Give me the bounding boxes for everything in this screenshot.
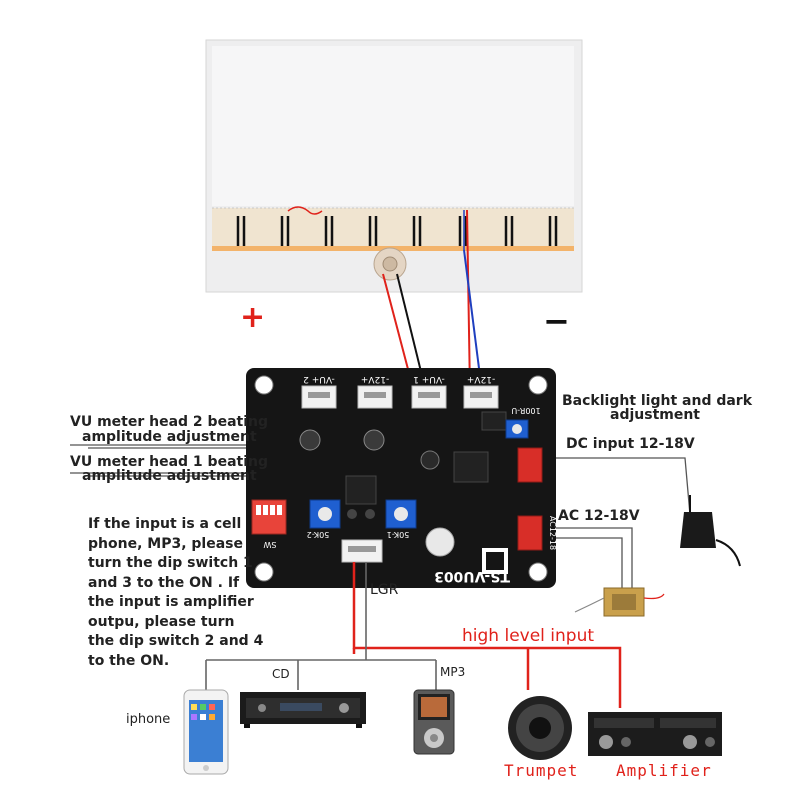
amplifier-label: Amplifier xyxy=(616,761,712,780)
mp3-player xyxy=(413,689,455,755)
amplifier-device xyxy=(588,712,722,756)
dip-instruction-line: the dip switch 2 and 4 xyxy=(88,633,264,649)
board-model-label: TS-VU003 xyxy=(434,568,510,584)
cd-label: CD xyxy=(272,667,290,681)
switch-label: SW xyxy=(263,540,276,549)
high-level-input-label: high level input xyxy=(462,626,595,646)
dc-terminal xyxy=(517,447,543,483)
vu1-annotation-line1: VU meter head 1 beating xyxy=(70,454,268,470)
dip-instruction-line: turn the dip switch 1 xyxy=(88,555,253,571)
connector-label-vu2: -VU+ 2 xyxy=(303,374,335,384)
iphone-device xyxy=(183,689,229,775)
vu2-annotation-line2: amplitude adjustment xyxy=(82,429,257,445)
backlight-annotation-line2: adjustment xyxy=(610,407,701,423)
minus-sign: − xyxy=(543,302,570,340)
iphone-label: iphone xyxy=(126,712,171,727)
vu1-annotation-line2: amplitude adjustment xyxy=(82,468,257,484)
connector-label-12v-b: -12V+ xyxy=(467,374,495,384)
amplitude-pots xyxy=(309,419,529,529)
backlight-pot-label: 100R-U xyxy=(511,406,540,415)
control-board: TS-VU003 -VU+ 2 -12V+ -VU+ 1 -12V+ 50K-2… xyxy=(246,368,557,588)
pot-label-2: 50K-2 xyxy=(307,530,330,539)
ac-input-label: AC 12-18V xyxy=(558,508,640,524)
dip-instruction-line: outpu, please turn xyxy=(88,613,235,630)
plus-sign: + xyxy=(240,300,266,335)
dc-adapter xyxy=(680,495,741,567)
dc-input-label: DC input 12-18V xyxy=(566,436,695,452)
mp3-label: MP3 xyxy=(440,665,466,679)
trumpet-speaker xyxy=(508,696,572,760)
dip-instruction-line: phone, MP3, please xyxy=(88,535,243,552)
dip-instruction-line: and 3 to the ON . If xyxy=(88,574,240,591)
vu2-annotation-line1: VU meter head 2 beating xyxy=(70,414,268,430)
lgr-label: LGR xyxy=(370,582,399,598)
dip-instruction-line: the input is amplifier xyxy=(88,594,254,610)
pot-label-1: 50K-1 xyxy=(387,530,410,539)
dip-instruction-line: If the input is a cell xyxy=(88,516,242,532)
backlight-annotation-line1: Backlight light and dark xyxy=(562,393,753,409)
cd-player xyxy=(240,692,366,728)
input-wiring xyxy=(205,562,622,708)
vu-meter-panel xyxy=(205,39,583,293)
dip-instructions: If the input is a cell phone, MP3, pleas… xyxy=(88,515,264,671)
connector-label-12v-a: -12V+ xyxy=(361,374,389,384)
trumpet-label: Trumpet xyxy=(504,761,579,780)
ac-board-label: AC12-18 xyxy=(548,516,557,550)
dip-instruction-line: to the ON. xyxy=(88,652,170,669)
ac-transformer xyxy=(574,587,665,617)
ac-terminal xyxy=(517,515,543,551)
connector-label-vu1: -VU+ 1 xyxy=(413,374,445,384)
